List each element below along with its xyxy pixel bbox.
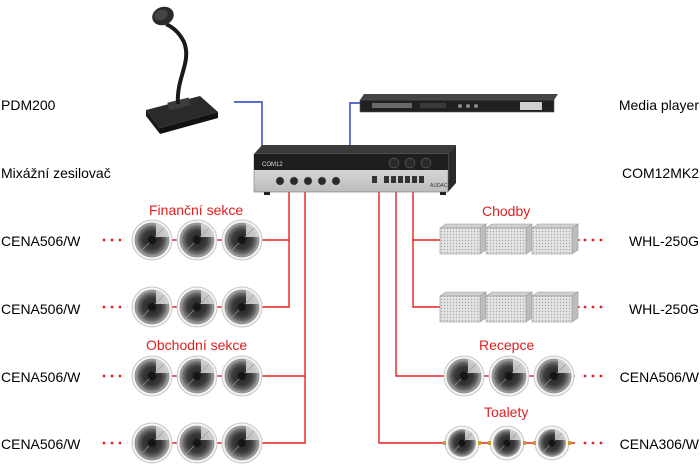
zone-label-financni: Finanční sekce	[149, 202, 244, 218]
label-mixer-model: COM12MK2	[621, 165, 699, 181]
speaker-group-row1-right	[439, 223, 579, 255]
label-row2-right: WHL-250G	[628, 301, 699, 317]
mixer-amplifier-unit: COM12 AUDAC	[253, 145, 456, 195]
speaker-group-row4-right	[442, 425, 572, 461]
mixer-panel-text: COM12	[262, 162, 283, 168]
label-row4-right: CENA306/W	[619, 436, 699, 452]
mixer-brand-text: AUDAC	[430, 183, 448, 189]
control-lines	[234, 101, 360, 150]
zone-label-toalety: Toalety	[484, 404, 529, 420]
zone-label-recepce: Recepce	[479, 337, 535, 353]
label-row1-right: WHL-250G	[628, 233, 699, 249]
speaker-group-row1-left	[131, 219, 263, 261]
label-row1-left: CENA506/W	[1, 233, 81, 249]
speaker-group-row3-left	[131, 355, 263, 397]
label-mixer-amplifier: Mixážní zesilovač	[1, 165, 111, 181]
speaker-group-row3-right	[443, 355, 575, 397]
label-row3-left: CENA506/W	[1, 369, 81, 385]
continuation-dots	[102, 238, 603, 445]
label-row2-left: CENA506/W	[1, 301, 81, 317]
label-row3-right: CENA506/W	[619, 369, 699, 385]
paging-microphone	[146, 6, 218, 134]
label-media-player: Media player	[618, 97, 699, 113]
zone-label-chodby: Chodby	[482, 203, 531, 219]
media-player-unit	[359, 94, 558, 113]
zone-label-obchodni: Obchodní sekce	[146, 337, 248, 353]
speaker-group-row4-left	[131, 422, 263, 464]
speaker-group-row2-left	[131, 286, 263, 328]
speaker-group-row2-right	[439, 291, 579, 323]
label-row4-left: CENA506/W	[1, 436, 81, 452]
label-microphone: PDM200	[1, 97, 56, 113]
